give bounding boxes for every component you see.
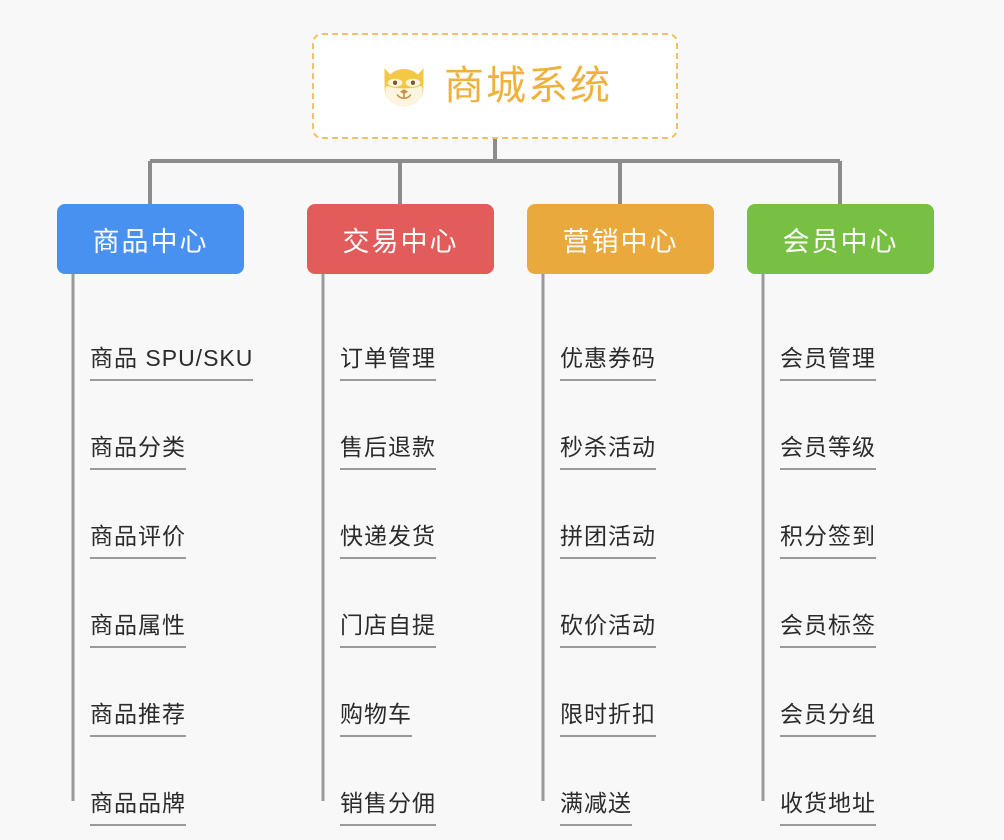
leaf-list-2: 优惠券码 秒杀活动 拼团活动 砍价活动 限时折扣 满减送 xyxy=(527,292,747,826)
leaf-label: 快递发货 xyxy=(340,522,436,559)
leaf-label: 积分签到 xyxy=(780,522,876,559)
leaf-label: 商品品牌 xyxy=(90,789,186,826)
leaf-item[interactable]: 收货地址 xyxy=(747,737,967,826)
leaf-label: 会员标签 xyxy=(780,611,876,648)
leaf-label: 售后退款 xyxy=(340,433,436,470)
leaf-label: 门店自提 xyxy=(340,611,436,648)
leaf-label: 商品分类 xyxy=(90,433,186,470)
leaf-item[interactable]: 拼团活动 xyxy=(527,470,747,559)
leaf-label: 拼团活动 xyxy=(560,522,656,559)
leaf-label: 会员分组 xyxy=(780,700,876,737)
leaf-item[interactable]: 销售分佣 xyxy=(307,737,527,826)
leaf-item[interactable]: 售后退款 xyxy=(307,381,527,470)
category-header-1[interactable]: 交易中心 xyxy=(307,204,494,274)
root-title: 商城系统 xyxy=(444,64,612,108)
branch-column-3: 会员中心 会员管理 会员等级 积分签到 会员标签 会员分组 收货地址 xyxy=(747,204,967,826)
leaf-label: 商品 SPU/SKU xyxy=(90,344,254,381)
leaf-label: 满减送 xyxy=(560,789,632,826)
leaf-label: 会员管理 xyxy=(780,344,876,381)
leaf-item[interactable]: 门店自提 xyxy=(307,559,527,648)
leaf-item[interactable]: 购物车 xyxy=(307,648,527,737)
leaf-item[interactable]: 积分签到 xyxy=(747,470,967,559)
leaf-label: 限时折扣 xyxy=(560,700,656,737)
leaf-item[interactable]: 会员分组 xyxy=(747,648,967,737)
leaf-item[interactable]: 商品推荐 xyxy=(57,648,277,737)
leaf-item[interactable]: 限时折扣 xyxy=(527,648,747,737)
branch-column-2: 营销中心 优惠券码 秒杀活动 拼团活动 砍价活动 限时折扣 满减送 xyxy=(527,204,747,826)
leaf-item[interactable]: 商品评价 xyxy=(57,470,277,559)
leaf-label: 砍价活动 xyxy=(560,611,656,648)
branch-column-1: 交易中心 订单管理 售后退款 快递发货 门店自提 购物车 销售分佣 xyxy=(307,204,527,826)
leaf-item[interactable]: 快递发货 xyxy=(307,470,527,559)
branch-column-0: 商品中心 商品 SPU/SKU 商品分类 商品评价 商品属性 商品推荐 商品品牌 xyxy=(57,204,277,826)
category-header-2[interactable]: 营销中心 xyxy=(527,204,714,274)
leaf-item[interactable]: 优惠券码 xyxy=(527,292,747,381)
category-header-0[interactable]: 商品中心 xyxy=(57,204,244,274)
leaf-list-1: 订单管理 售后退款 快递发货 门店自提 购物车 销售分佣 xyxy=(307,292,527,826)
leaf-label: 会员等级 xyxy=(780,433,876,470)
leaf-item[interactable]: 商品分类 xyxy=(57,381,277,470)
leaf-label: 订单管理 xyxy=(340,344,436,381)
leaf-label: 秒杀活动 xyxy=(560,433,656,470)
leaf-label: 销售分佣 xyxy=(340,789,436,826)
leaf-label: 优惠券码 xyxy=(560,344,656,381)
leaf-list-3: 会员管理 会员等级 积分签到 会员标签 会员分组 收货地址 xyxy=(747,292,967,826)
leaf-item[interactable]: 商品品牌 xyxy=(57,737,277,826)
leaf-label: 收货地址 xyxy=(780,789,876,826)
leaf-list-0: 商品 SPU/SKU 商品分类 商品评价 商品属性 商品推荐 商品品牌 xyxy=(57,292,277,826)
leaf-item[interactable]: 满减送 xyxy=(527,737,747,826)
root-node[interactable]: 商城系统 xyxy=(312,33,678,139)
dog-face-emoji xyxy=(384,68,424,108)
leaf-label: 商品评价 xyxy=(90,522,186,559)
leaf-item[interactable]: 商品 SPU/SKU xyxy=(57,292,277,381)
leaf-item[interactable]: 砍价活动 xyxy=(527,559,747,648)
category-header-3[interactable]: 会员中心 xyxy=(747,204,934,274)
leaf-label: 购物车 xyxy=(340,700,412,737)
leaf-item[interactable]: 秒杀活动 xyxy=(527,381,747,470)
leaf-item[interactable]: 会员管理 xyxy=(747,292,967,381)
leaf-item[interactable]: 会员等级 xyxy=(747,381,967,470)
leaf-label: 商品属性 xyxy=(90,611,186,648)
leaf-label: 商品推荐 xyxy=(90,700,186,737)
leaf-item[interactable]: 订单管理 xyxy=(307,292,527,381)
leaf-item[interactable]: 会员标签 xyxy=(747,559,967,648)
leaf-item[interactable]: 商品属性 xyxy=(57,559,277,648)
